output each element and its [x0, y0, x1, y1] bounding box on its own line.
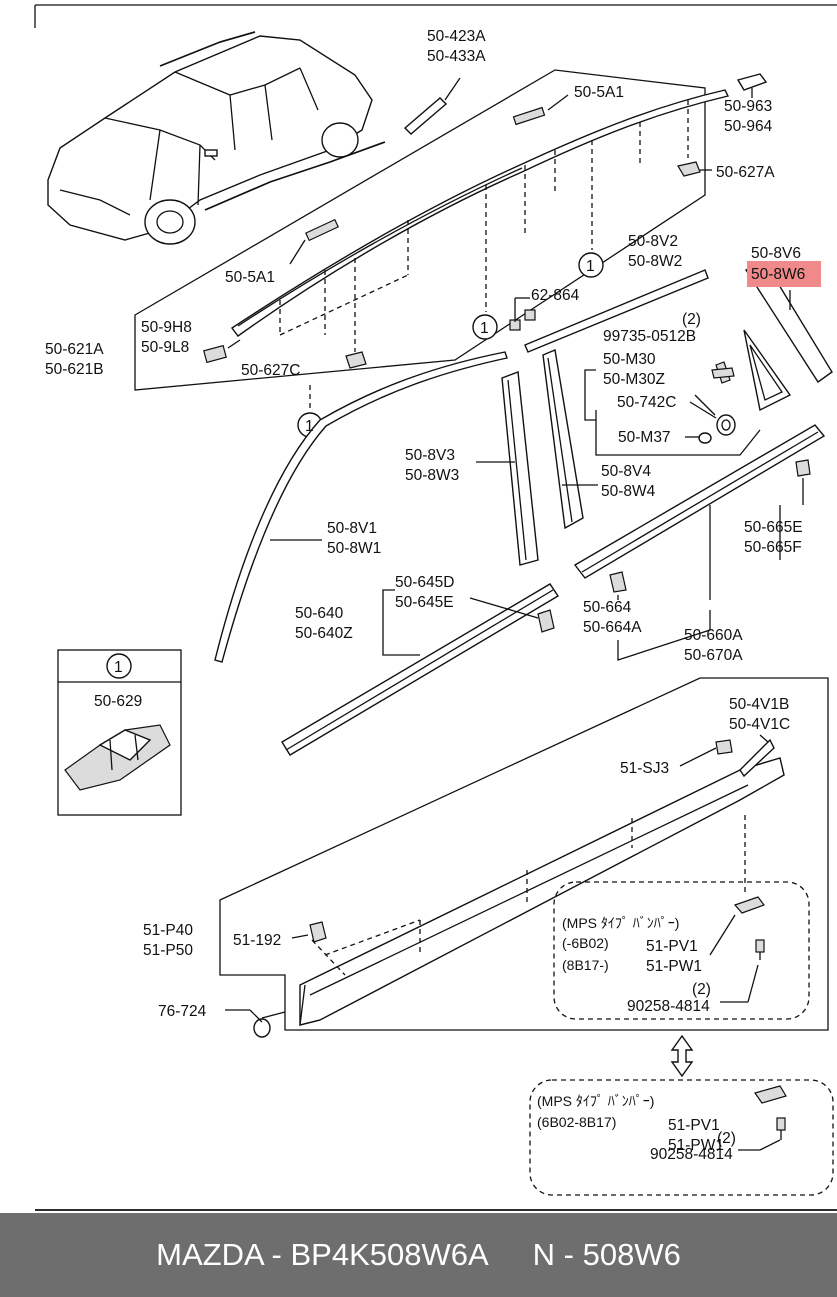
label-50-4V1C: 50-4V1C — [729, 716, 790, 733]
label-50-433A: 50-433A — [427, 48, 486, 65]
label-50-423A: 50-423A — [427, 28, 486, 45]
label-50-665F: 50-665F — [744, 539, 802, 556]
label-50-8V3: 50-8V3 — [405, 447, 455, 464]
label-50-640Z: 50-640Z — [295, 625, 353, 642]
label-51-PV1-b: 51-PV1 — [668, 1117, 720, 1134]
label-50-664A: 50-664A — [583, 619, 642, 636]
label-50-4V1B: 50-4V1B — [729, 696, 789, 713]
highlight-50-8W6 — [747, 261, 821, 287]
label-51-P40: 51-P40 — [143, 922, 193, 939]
label-51-P50: 51-P50 — [143, 942, 193, 959]
label-50-8W6: 50-8W6 — [751, 266, 805, 283]
label-50-8V4: 50-8V4 — [601, 463, 651, 480]
label-50-8V6: 50-8V6 — [751, 245, 801, 262]
label-51-SJ3: 51-SJ3 — [620, 760, 669, 777]
label-50-8V2: 50-8V2 — [628, 233, 678, 250]
label-50-645D: 50-645D — [395, 574, 454, 591]
label-50-664: 50-664 — [583, 599, 632, 616]
car-illustration — [47, 31, 386, 245]
label-ref-1-inset: 1 — [114, 659, 123, 676]
label-50-742C: 50-742C — [617, 394, 676, 411]
label-50-627A: 50-627A — [716, 164, 775, 181]
label-ref-1-roof-a: 1 — [586, 258, 595, 275]
label-50-8W1: 50-8W1 — [327, 540, 381, 557]
label-50-640: 50-640 — [295, 605, 344, 622]
label-51-PV1-a: 51-PV1 — [646, 938, 698, 955]
label-50-8W3: 50-8W3 — [405, 467, 459, 484]
label-90258-4814-b: 90258-4814 — [650, 1146, 733, 1163]
label-62-864: 62-864 — [531, 287, 580, 304]
label-50-5A1-top: 50-5A1 — [574, 84, 624, 101]
label-qty-99735: (2) — [682, 311, 701, 328]
label-50-665E: 50-665E — [744, 519, 803, 536]
label-90258-4814-a: 90258-4814 — [627, 998, 710, 1015]
label-50-M37: 50-M37 — [618, 429, 671, 446]
label-50-9L8: 50-9L8 — [141, 339, 189, 356]
label-qty-90258-b: (2) — [717, 1130, 736, 1147]
label-qty-90258-a: (2) — [692, 981, 711, 998]
part-labels: 50-423A 50-433A 50-5A1 50-963 50-964 50-… — [45, 28, 805, 1163]
label-50-M30: 50-M30 — [603, 351, 656, 368]
label-50-5A1-lower: 50-5A1 — [225, 269, 275, 286]
label-50-8W4: 50-8W4 — [601, 483, 656, 500]
label-mps2-line1: (MPS ﾀｲﾌﾟ ﾊﾞﾝﾊﾟｰ) — [537, 1093, 654, 1109]
label-ref-1-roof-c: 1 — [305, 418, 314, 435]
label-50-621B: 50-621B — [45, 361, 104, 378]
label-51-PW1-a: 51-PW1 — [646, 958, 702, 975]
label-50-670A: 50-670A — [684, 647, 743, 664]
label-76-724: 76-724 — [158, 1003, 207, 1020]
short-part-code: N - 508W6 — [532, 1237, 681, 1272]
label-mps2-line2: (6B02-8B17) — [537, 1114, 616, 1130]
label-50-964: 50-964 — [724, 118, 773, 135]
label-50-9H8: 50-9H8 — [141, 319, 192, 336]
label-50-8W2: 50-8W2 — [628, 253, 682, 270]
label-51-192: 51-192 — [233, 932, 281, 949]
label-mps1-line3: (8B17-) — [562, 957, 609, 973]
label-50-629: 50-629 — [94, 693, 142, 710]
label-50-M30Z: 50-M30Z — [603, 371, 665, 388]
label-50-621A: 50-621A — [45, 341, 104, 358]
label-50-627C: 50-627C — [241, 362, 300, 379]
label-ref-1-roof-b: 1 — [480, 320, 489, 337]
label-mps1-line2: (-6B02) — [562, 935, 609, 951]
brand-part-number: MAZDA - BP4K508W6A — [156, 1237, 489, 1272]
parts-diagram: 50-423A 50-433A 50-5A1 50-963 50-964 50-… — [34, 4, 837, 1211]
part-number-footer: MAZDA - BP4K508W6A N - 508W6 — [0, 1213, 837, 1297]
label-51-PW1-b: 51-PW1 — [668, 1137, 724, 1154]
label-50-963: 50-963 — [724, 98, 772, 115]
label-mps1-line1: (MPS ﾀｲﾌﾟ ﾊﾞﾝﾊﾟｰ) — [562, 915, 679, 931]
label-50-645E: 50-645E — [395, 594, 454, 611]
label-50-660A: 50-660A — [684, 627, 743, 644]
label-99735-0512B: 99735-0512B — [603, 328, 696, 345]
label-50-8V1: 50-8V1 — [327, 520, 377, 537]
